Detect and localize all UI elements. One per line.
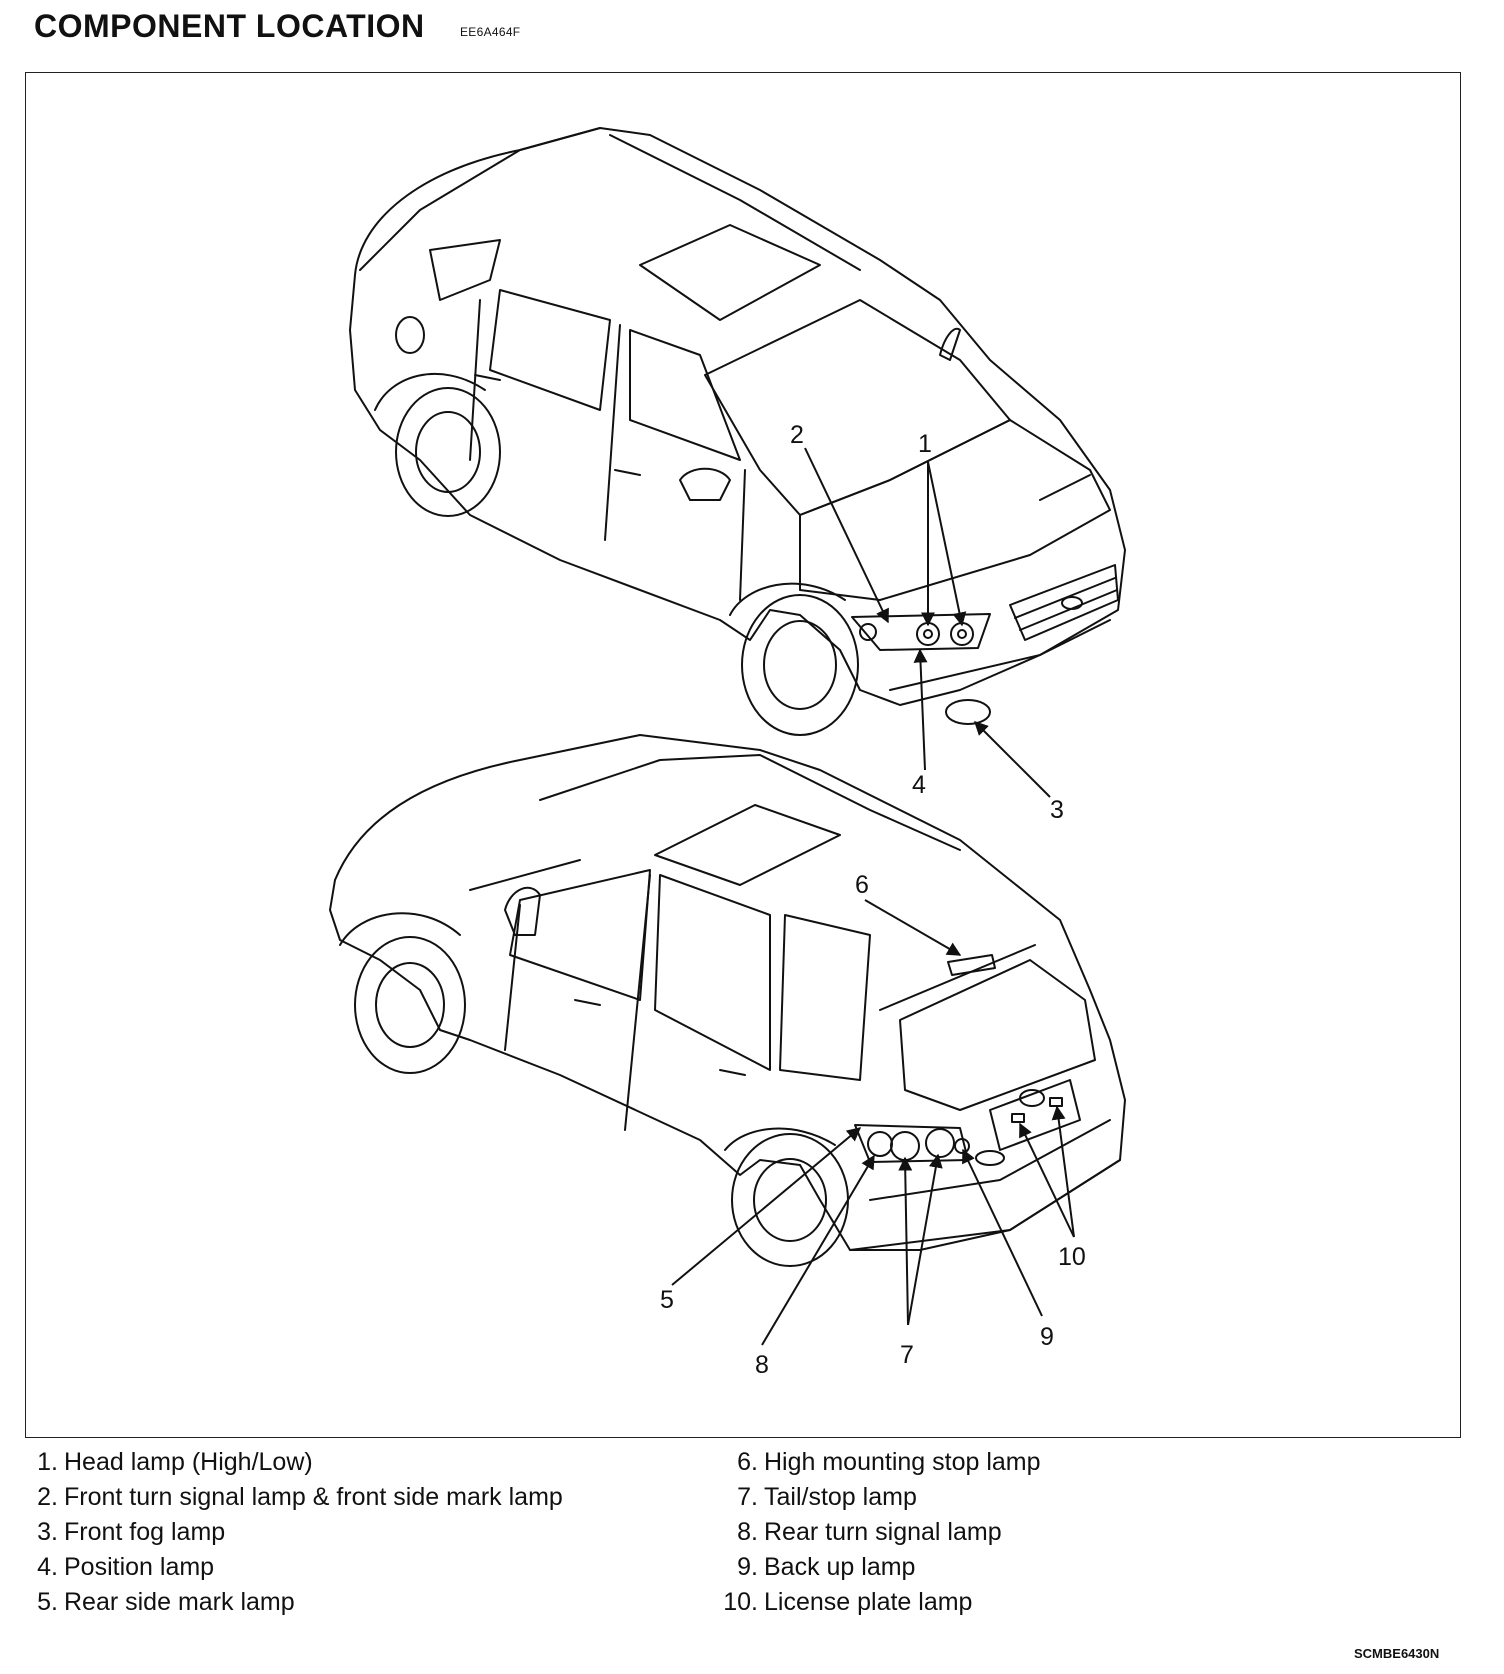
front-vehicle-body (349, 127, 1126, 706)
head-lamp-low (916, 622, 940, 646)
tail-stop-lamp-2 (925, 1128, 955, 1158)
legend-number: 5. (37, 1588, 58, 1616)
legend-text: Tail/stop lamp (764, 1483, 917, 1511)
legend-item-2: 2. Front turn signal lamp & front side m… (30, 1480, 563, 1515)
front-vehicle-side-window (429, 239, 501, 301)
legend-text: Front turn signal lamp & front side mark… (64, 1483, 563, 1511)
callout-3: 3 (1050, 796, 1064, 824)
rear-vehicle-body (329, 734, 1126, 1251)
figure-code: SCMBE6430N (1354, 1646, 1440, 1661)
callout-10: 10 (1058, 1243, 1086, 1271)
page-title: COMPONENT LOCATION (34, 8, 425, 44)
front-vehicle-windshield (704, 299, 1011, 516)
legend-number: 10. (723, 1588, 758, 1616)
headlamp-cluster (851, 613, 991, 651)
callout-4: 4 (912, 771, 926, 799)
legend-text: Rear turn signal lamp (764, 1518, 1002, 1546)
license-plate-area (989, 1079, 1081, 1151)
license-plate-lamp-right (1049, 1097, 1063, 1107)
callout-8: 8 (755, 1351, 769, 1379)
rear-vehicle-side-window (509, 869, 651, 1001)
front-vehicle-sunroof (639, 224, 821, 321)
rear-combination-lamp (854, 1124, 969, 1163)
rear-vehicle-sunroof (654, 804, 841, 886)
front-vehicle-rear-wheel (395, 387, 501, 517)
vehicle-rear-view (329, 734, 1126, 1267)
rear-window (899, 959, 1096, 1111)
legend-right-column: 6. High mounting stop lamp 7. Tail/stop … (720, 1445, 1041, 1620)
legend-text: Head lamp (High/Low) (64, 1448, 313, 1476)
legend-text: License plate lamp (764, 1588, 973, 1616)
legend-item-3: 3. Front fog lamp (30, 1515, 563, 1550)
legend-number: 7. (737, 1483, 758, 1511)
legend-item-9: 9. Back up lamp (720, 1550, 1041, 1585)
legend-item-6: 6. High mounting stop lamp (720, 1445, 1041, 1480)
legend-number: 8. (737, 1518, 758, 1546)
front-grille (1009, 564, 1119, 641)
legend-number: 3. (37, 1518, 58, 1546)
callout-9: 9 (1040, 1323, 1054, 1351)
tail-stop-lamp-1 (890, 1131, 920, 1161)
document-code: EE6A464F (460, 25, 521, 39)
callout-7: 7 (900, 1341, 914, 1369)
rear-turn-signal-lamp (867, 1131, 893, 1157)
rear-vehicle-front-wheel (354, 936, 466, 1074)
legend-number: 1. (37, 1448, 58, 1476)
diagram: 1 2 3 4 5 6 7 8 9 10 (329, 127, 1126, 1379)
front-fog-lamp (945, 699, 991, 725)
front-vehicle-front-wheel (741, 594, 859, 736)
legend-item-10: 10. License plate lamp (720, 1585, 1041, 1620)
legend-number: 2. (37, 1483, 58, 1511)
legend-item-7: 7. Tail/stop lamp (720, 1480, 1041, 1515)
legend-item-5: 5. Rear side mark lamp (30, 1585, 563, 1620)
leader-lines (671, 447, 1075, 1346)
legend-number: 4. (37, 1553, 58, 1581)
license-plate-lamp-left (1011, 1113, 1025, 1123)
callout-1: 1 (918, 430, 932, 458)
vehicle-front-view (349, 127, 1126, 736)
callout-numbers: 1 2 3 4 5 6 7 8 9 10 (660, 421, 1086, 1379)
legend-text: High mounting stop lamp (764, 1448, 1041, 1476)
legend-item-8: 8. Rear turn signal lamp (720, 1515, 1041, 1550)
legend-number: 6. (737, 1448, 758, 1476)
legend-left-column: 1. Head lamp (High/Low) 2. Front turn si… (30, 1445, 563, 1620)
high-mounting-stop-lamp (947, 954, 996, 976)
callout-2: 2 (790, 421, 804, 449)
position-lamp (859, 623, 877, 641)
legend-item-4: 4. Position lamp (30, 1550, 563, 1585)
legend-text: Front fog lamp (64, 1518, 226, 1546)
back-up-lamp (954, 1138, 970, 1154)
legend-text: Position lamp (64, 1553, 215, 1581)
legend-text: Rear side mark lamp (64, 1588, 295, 1616)
callout-6: 6 (855, 871, 869, 899)
head-lamp-high (950, 622, 974, 646)
legend-item-1: 1. Head lamp (High/Low) (30, 1445, 563, 1480)
callout-5: 5 (660, 1286, 674, 1314)
legend-number: 9. (737, 1553, 758, 1581)
legend-text: Back up lamp (764, 1553, 916, 1581)
diagram-frame (25, 72, 1461, 1438)
